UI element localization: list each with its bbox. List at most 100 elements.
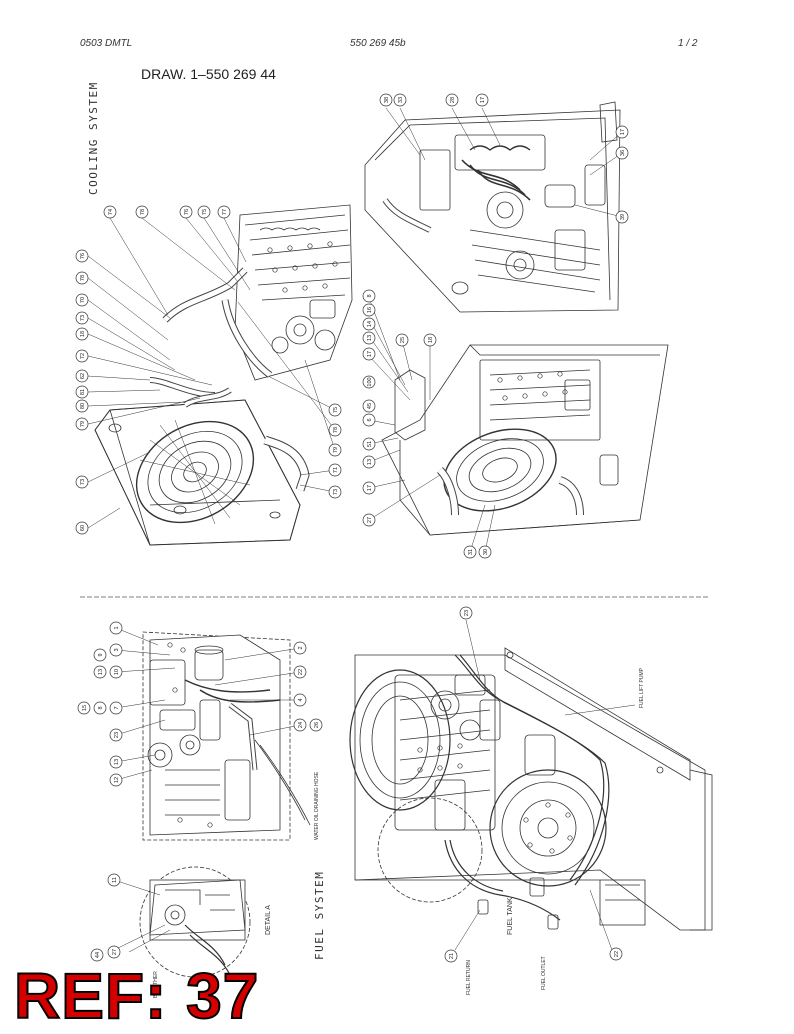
svg-text:45: 45 [367, 403, 373, 409]
callout: 27 [362, 513, 376, 527]
detail-a-drawing [113, 866, 251, 978]
svg-text:3: 3 [114, 648, 120, 651]
svg-text:18: 18 [428, 337, 434, 343]
callout: 17 [362, 481, 376, 495]
svg-text:7: 7 [114, 706, 120, 709]
svg-text:16: 16 [367, 307, 373, 313]
svg-text:8: 8 [367, 294, 373, 297]
callout: 71 [328, 463, 342, 477]
svg-text:1: 1 [114, 626, 120, 629]
svg-text:27: 27 [112, 949, 118, 955]
callout: 6 [362, 413, 376, 427]
svg-text:78: 78 [333, 427, 339, 433]
callout: 78 [135, 205, 149, 219]
cooling-system-label: COOLING SYSTEM [87, 81, 100, 195]
svg-text:71: 71 [333, 467, 339, 473]
callout: 14 [362, 317, 376, 331]
cooling-engine-view-top [364, 101, 623, 313]
svg-text:39: 39 [620, 214, 626, 220]
callout: 22 [609, 947, 623, 961]
cooling-engine-view-bottom [368, 297, 669, 553]
callout: 17 [475, 93, 489, 107]
callout: 73 [75, 475, 89, 489]
callout: 22 [293, 665, 307, 679]
svg-text:24: 24 [298, 722, 304, 728]
svg-text:14: 14 [367, 321, 373, 327]
svg-text:36: 36 [620, 150, 626, 156]
callout: 26 [309, 718, 323, 732]
svg-text:8: 8 [98, 706, 104, 709]
callout: 77 [217, 205, 231, 219]
svg-text:23: 23 [464, 610, 470, 616]
callout: 24 [293, 718, 307, 732]
callout: 21 [444, 949, 458, 963]
document-code-center: 550 269 45b [350, 38, 406, 49]
svg-text:15: 15 [82, 705, 88, 711]
callout: 31 [463, 545, 477, 559]
svg-text:2: 2 [298, 646, 304, 649]
callout: 1 [109, 621, 123, 635]
svg-text:80: 80 [80, 403, 86, 409]
callout: 15 [77, 701, 91, 715]
drawing-title: DRAW. 1–550 269 44 [141, 66, 276, 82]
svg-text:76: 76 [184, 209, 190, 215]
fuel-outlet-label: FUEL OUTLET [541, 956, 547, 990]
callout: 39 [615, 210, 629, 224]
svg-text:17: 17 [367, 351, 373, 357]
callout: 30 [478, 545, 492, 559]
breather-label: BREATHER [153, 971, 159, 998]
svg-text:100: 100 [367, 377, 373, 386]
callout: 73 [328, 485, 342, 499]
callout: 2 [293, 641, 307, 655]
svg-text:60: 60 [80, 525, 86, 531]
svg-text:62: 62 [80, 373, 86, 379]
svg-text:25: 25 [400, 337, 406, 343]
svg-text:23: 23 [114, 732, 120, 738]
svg-text:81: 81 [80, 389, 86, 395]
callout: 78 [328, 423, 342, 437]
callout: 72 [75, 349, 89, 363]
fuel-tank-label: FUEL TANK [507, 897, 514, 935]
callout: 11 [107, 873, 121, 887]
svg-text:21: 21 [449, 953, 455, 959]
svg-text:6: 6 [367, 418, 373, 421]
callout: 44 [90, 948, 104, 962]
svg-text:73: 73 [80, 315, 86, 321]
callout: 78 [75, 271, 89, 285]
svg-text:13: 13 [114, 759, 120, 765]
callout: 36 [615, 146, 629, 160]
svg-text:12: 12 [114, 777, 120, 783]
svg-text:11: 11 [112, 877, 118, 883]
fuel-lift-pump-label: FUEL LIFT PUMP [639, 667, 645, 708]
callout: 75 [328, 403, 342, 417]
svg-text:13: 13 [367, 335, 373, 341]
svg-text:75: 75 [333, 407, 339, 413]
callout: 10 [109, 665, 123, 679]
cooling-system-drawing [87, 204, 353, 546]
svg-text:44: 44 [95, 952, 101, 958]
svg-text:31: 31 [468, 549, 474, 555]
svg-text:27: 27 [367, 517, 373, 523]
svg-text:73: 73 [80, 479, 86, 485]
callout: 12 [109, 773, 123, 787]
callout: 13 [362, 455, 376, 469]
callout: 33 [393, 93, 407, 107]
callout: 23 [459, 606, 473, 620]
callout: 79 [328, 443, 342, 457]
callout: 13 [93, 665, 107, 679]
svg-text:77: 77 [222, 209, 228, 215]
callout: 8 [362, 289, 376, 303]
svg-text:26: 26 [314, 722, 320, 728]
svg-text:78: 78 [80, 275, 86, 281]
callout: 9 [93, 648, 107, 662]
callout: 62 [75, 369, 89, 383]
callout-balloons: 74 78 76 75 77 76 78 70 73 18 72 62 81 8… [75, 93, 629, 963]
svg-text:70: 70 [80, 297, 86, 303]
callout: 76 [179, 205, 193, 219]
svg-text:72: 72 [80, 353, 86, 359]
callout: 51 [362, 437, 376, 451]
callout: 13 [109, 755, 123, 769]
fuel-system-engine-view [349, 619, 713, 951]
svg-text:75: 75 [202, 209, 208, 215]
